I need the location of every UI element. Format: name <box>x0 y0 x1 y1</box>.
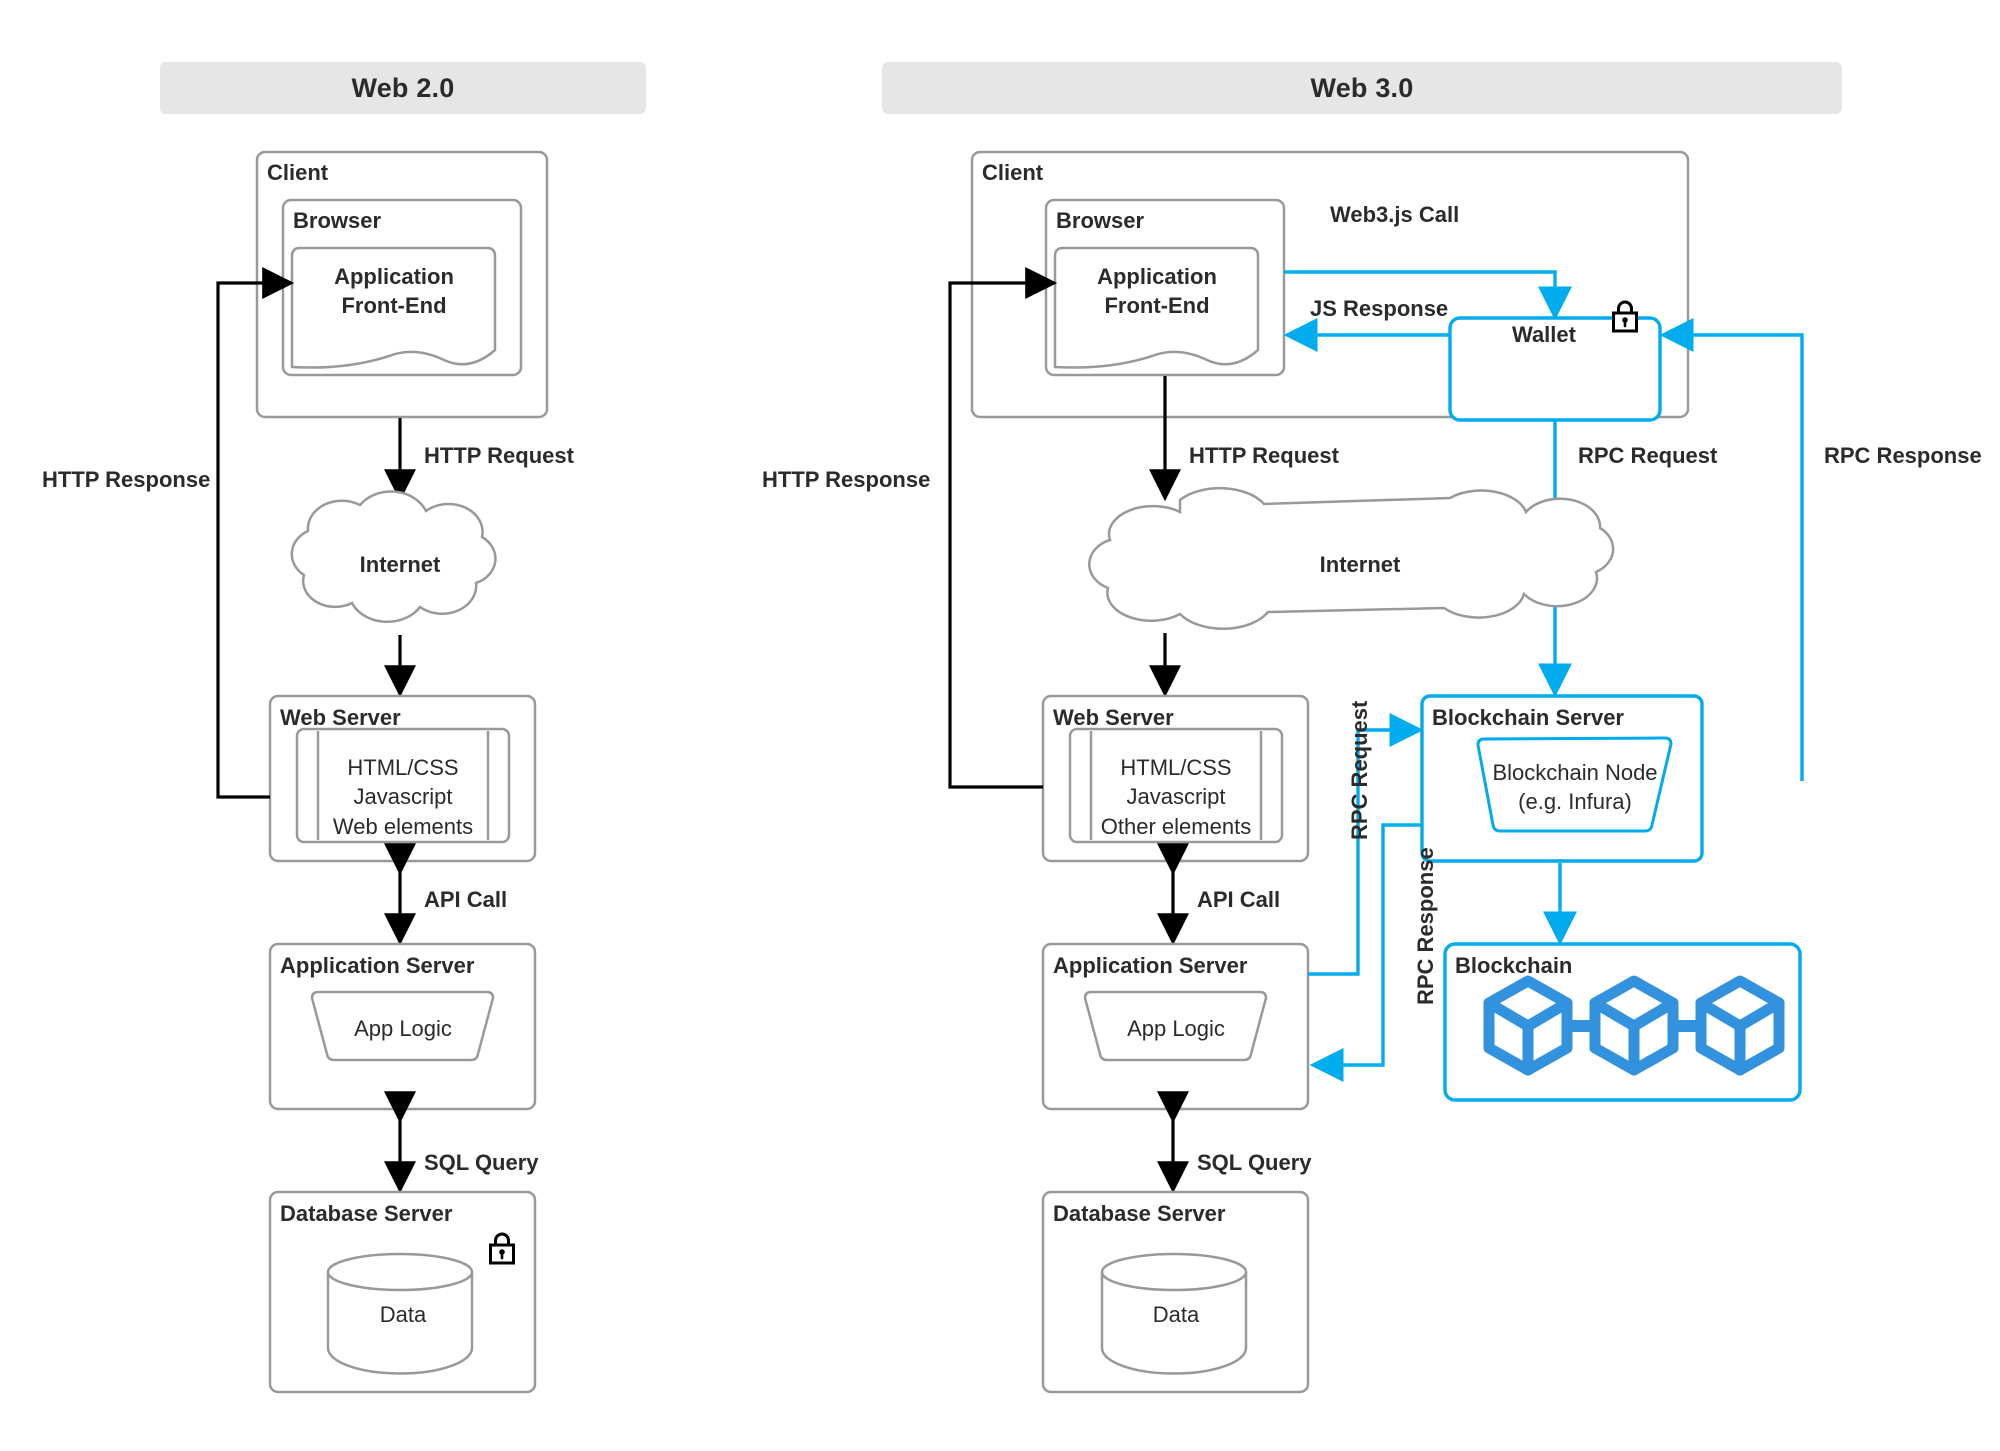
web3-data-label: Data <box>1152 1302 1200 1327</box>
web2-web-server-inner <box>295 727 511 844</box>
web3-http-response-label: HTTP Response <box>762 467 931 492</box>
lock-icon <box>489 1232 515 1265</box>
web3-app-frontend-label: Application Front-End <box>1097 264 1217 319</box>
web3-blockchain-server-title: Blockchain Server <box>1432 705 1624 730</box>
web3-blockchain-title: Blockchain <box>1455 953 1573 978</box>
web2-http-request-label: HTTP Request <box>424 443 574 468</box>
web3-rpc-request-mid-label: RPC Request <box>1347 700 1372 840</box>
web3-web3js-call-label: Web3.js Call <box>1330 202 1460 227</box>
web2-internet-label: Internet <box>359 552 441 577</box>
web3-app-logic-label: App Logic <box>1127 1016 1225 1041</box>
web2-web-server-contents: HTML/CSS Javascript Web elements <box>332 755 474 839</box>
web3-sql-query-label: SQL Query <box>1197 1150 1312 1175</box>
web3-client-title: Client <box>982 160 1044 185</box>
web2-http-response-label: HTTP Response <box>42 467 211 492</box>
web2-app-logic-label: App Logic <box>354 1016 452 1041</box>
web2-app-frontend-label: Application Front-End <box>334 264 454 319</box>
web3-web-server-title: Web Server <box>1053 705 1174 730</box>
web3-web-server-inner <box>1068 727 1284 844</box>
web2-application-server-title: Application Server <box>280 953 475 978</box>
web3-api-call-label: API Call <box>1197 887 1281 912</box>
web3-app-logic-shape <box>1083 990 1268 1062</box>
web3-wallet-label: Wallet <box>1512 322 1576 347</box>
web3-data-cylinder <box>1100 1272 1248 1375</box>
web3-web-server-contents: HTML/CSS Javascript Other elements <box>1100 755 1252 839</box>
web3-rpc-response-top-line <box>1659 318 1804 781</box>
web3-http-request-label: HTTP Request <box>1189 443 1339 468</box>
web2-internet-cloud <box>290 490 497 624</box>
web3-rpc-response-mid-line <box>1309 823 1422 1082</box>
web2-app-logic-shape <box>310 990 495 1062</box>
web3-database-server-title: Database Server <box>1053 1201 1226 1226</box>
web2-data-cylinder <box>326 1272 474 1375</box>
web3-header-bar: Web 3.0 <box>882 62 1842 114</box>
web3-rpc-request-mid-line <box>1308 713 1424 976</box>
web3-application-server-title: Application Server <box>1053 953 1248 978</box>
web2-client-title: Client <box>267 160 329 185</box>
web3-blockchain-node-shape <box>1476 736 1673 833</box>
lock-icon <box>1612 300 1638 333</box>
web3-data-cylinder-top <box>1100 1252 1248 1292</box>
web2-http-response-line <box>216 267 295 799</box>
web2-header-bar: Web 2.0 <box>160 62 646 114</box>
web3-http-response-line <box>948 267 1058 789</box>
web3-internet-cloud <box>1088 486 1615 631</box>
web2-data-label: Data <box>379 1302 427 1327</box>
web2-api-call-label: API Call <box>424 887 508 912</box>
web2-app-frontend-shape <box>290 246 497 369</box>
web2-browser-title: Browser <box>293 208 382 233</box>
web3-js-response-label: JS Response <box>1310 296 1449 321</box>
web2-data-cylinder-top <box>326 1252 474 1292</box>
web3-internet-label: Internet <box>1319 552 1401 577</box>
web3-blockchain-node-label: Blockchain Node (e.g. Infura) <box>1492 760 1658 815</box>
web3-rpc-response-top-label: RPC Response <box>1824 443 1982 468</box>
web3-header-label: Web 3.0 <box>1310 72 1414 103</box>
web2-web-server-title: Web Server <box>280 705 401 730</box>
web2-database-server-title: Database Server <box>280 1201 453 1226</box>
web3-rpc-response-mid-label: RPC Response <box>1413 847 1438 1005</box>
blockchain-cubes-icon <box>1483 975 1785 1076</box>
web3-rpc-request-top-label: RPC Request <box>1578 443 1718 468</box>
web3-browser-title: Browser <box>1056 208 1145 233</box>
web3-web3js-call-line <box>1284 270 1572 321</box>
web2-header-label: Web 2.0 <box>351 72 455 103</box>
web2-sql-query-label: SQL Query <box>424 1150 539 1175</box>
web3-app-frontend-shape <box>1053 246 1260 369</box>
